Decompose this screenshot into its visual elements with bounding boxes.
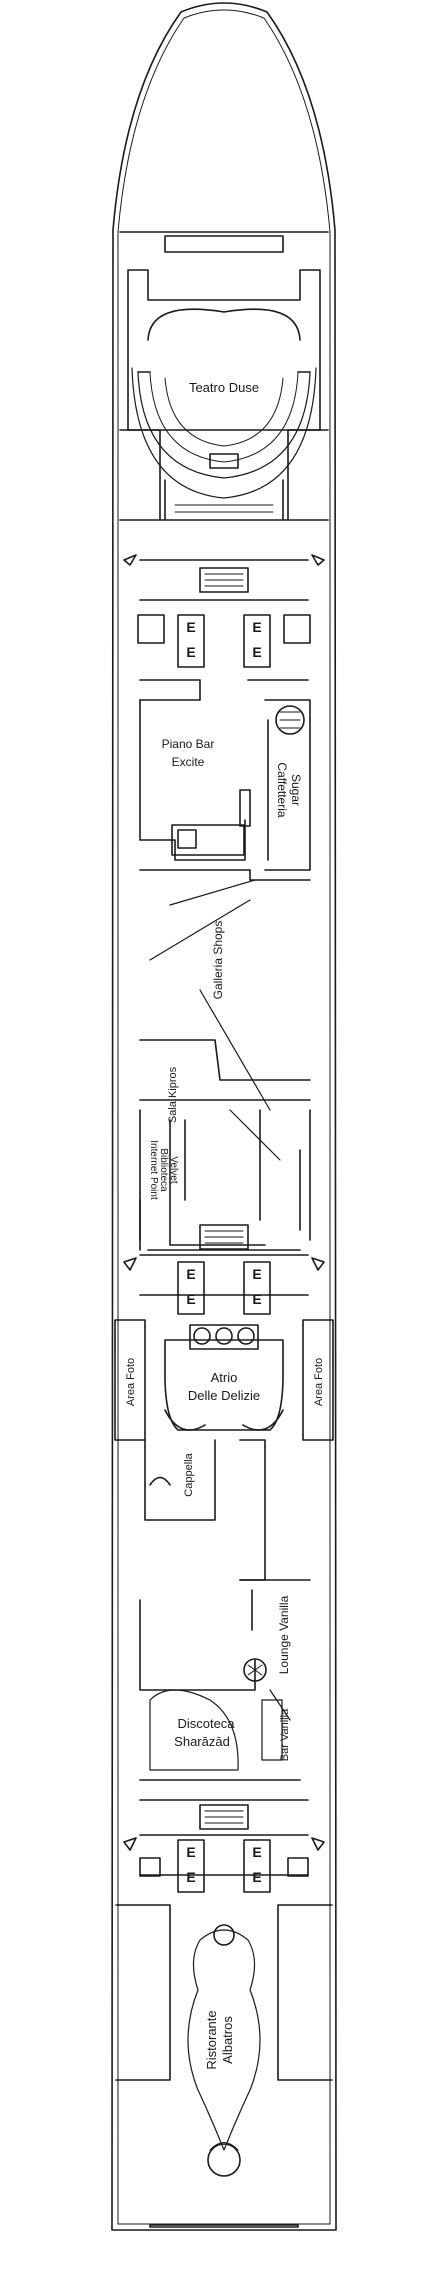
label-atrio-1: Atrio <box>211 1370 238 1385</box>
label-area-foto-left: Area Foto <box>125 1358 137 1406</box>
elevator-4: E <box>252 644 261 660</box>
label-discoteca-2: Sharāzād <box>174 1734 230 1749</box>
elevator-8: E <box>252 1291 261 1307</box>
elevators: E E E E E E E E E E E E <box>186 619 261 1885</box>
piano-bar-area <box>139 699 311 871</box>
elevator-10: E <box>186 1869 195 1885</box>
label-atrio-2: Delle Delizie <box>188 1388 260 1403</box>
mid-lobby <box>123 1199 325 1315</box>
label-sala: Sala Kipros <box>167 1066 179 1123</box>
label-area-foto-right: Area Foto <box>313 1358 325 1406</box>
label-piano-bar-2: Excite <box>172 755 205 769</box>
label-galleria: Galleria Shops <box>211 921 225 1000</box>
elevator-3: E <box>252 619 261 635</box>
label-cappella: Cappella <box>183 1452 195 1496</box>
galleria-area <box>139 869 311 1246</box>
label-internet-1: Internet Point <box>148 1140 159 1200</box>
label-discoteca-1: Discoteca <box>177 1716 235 1731</box>
elevator-12: E <box>252 1869 261 1885</box>
lounge-area <box>139 1579 311 1781</box>
label-caffetteria-1: Caffetteria <box>275 762 289 817</box>
bow-box <box>164 235 284 253</box>
theater-area <box>119 269 329 521</box>
label-bar-vanilla: Bar Vanilla <box>279 1708 291 1761</box>
elevator-6: E <box>186 1291 195 1307</box>
label-internet-2: Biblioteca <box>158 1148 169 1192</box>
hull-outline <box>111 2 337 2231</box>
upper-lobby <box>123 554 325 701</box>
elevator-5: E <box>186 1266 195 1282</box>
label-lounge: Lounge Vanilla <box>277 1595 291 1674</box>
label-ristorante-1: Ristorante <box>204 2010 219 2069</box>
label-teatro: Teatro Duse <box>189 380 259 395</box>
elevator-2: E <box>186 644 195 660</box>
elevator-1: E <box>186 619 195 635</box>
lower-lobby <box>123 1799 325 1893</box>
label-ristorante-2: Albatros <box>220 2016 235 2064</box>
label-internet-3: Velvet <box>168 1156 179 1183</box>
elevator-11: E <box>252 1844 261 1860</box>
hull-inner-line <box>117 9 331 2225</box>
restaurant-area <box>115 1904 333 2228</box>
label-caffetteria-2: Sugar <box>289 774 303 806</box>
elevator-9: E <box>186 1844 195 1860</box>
label-piano-bar-1: Piano Bar <box>162 737 215 751</box>
elevator-7: E <box>252 1266 261 1282</box>
atrio-area <box>114 1319 334 1581</box>
